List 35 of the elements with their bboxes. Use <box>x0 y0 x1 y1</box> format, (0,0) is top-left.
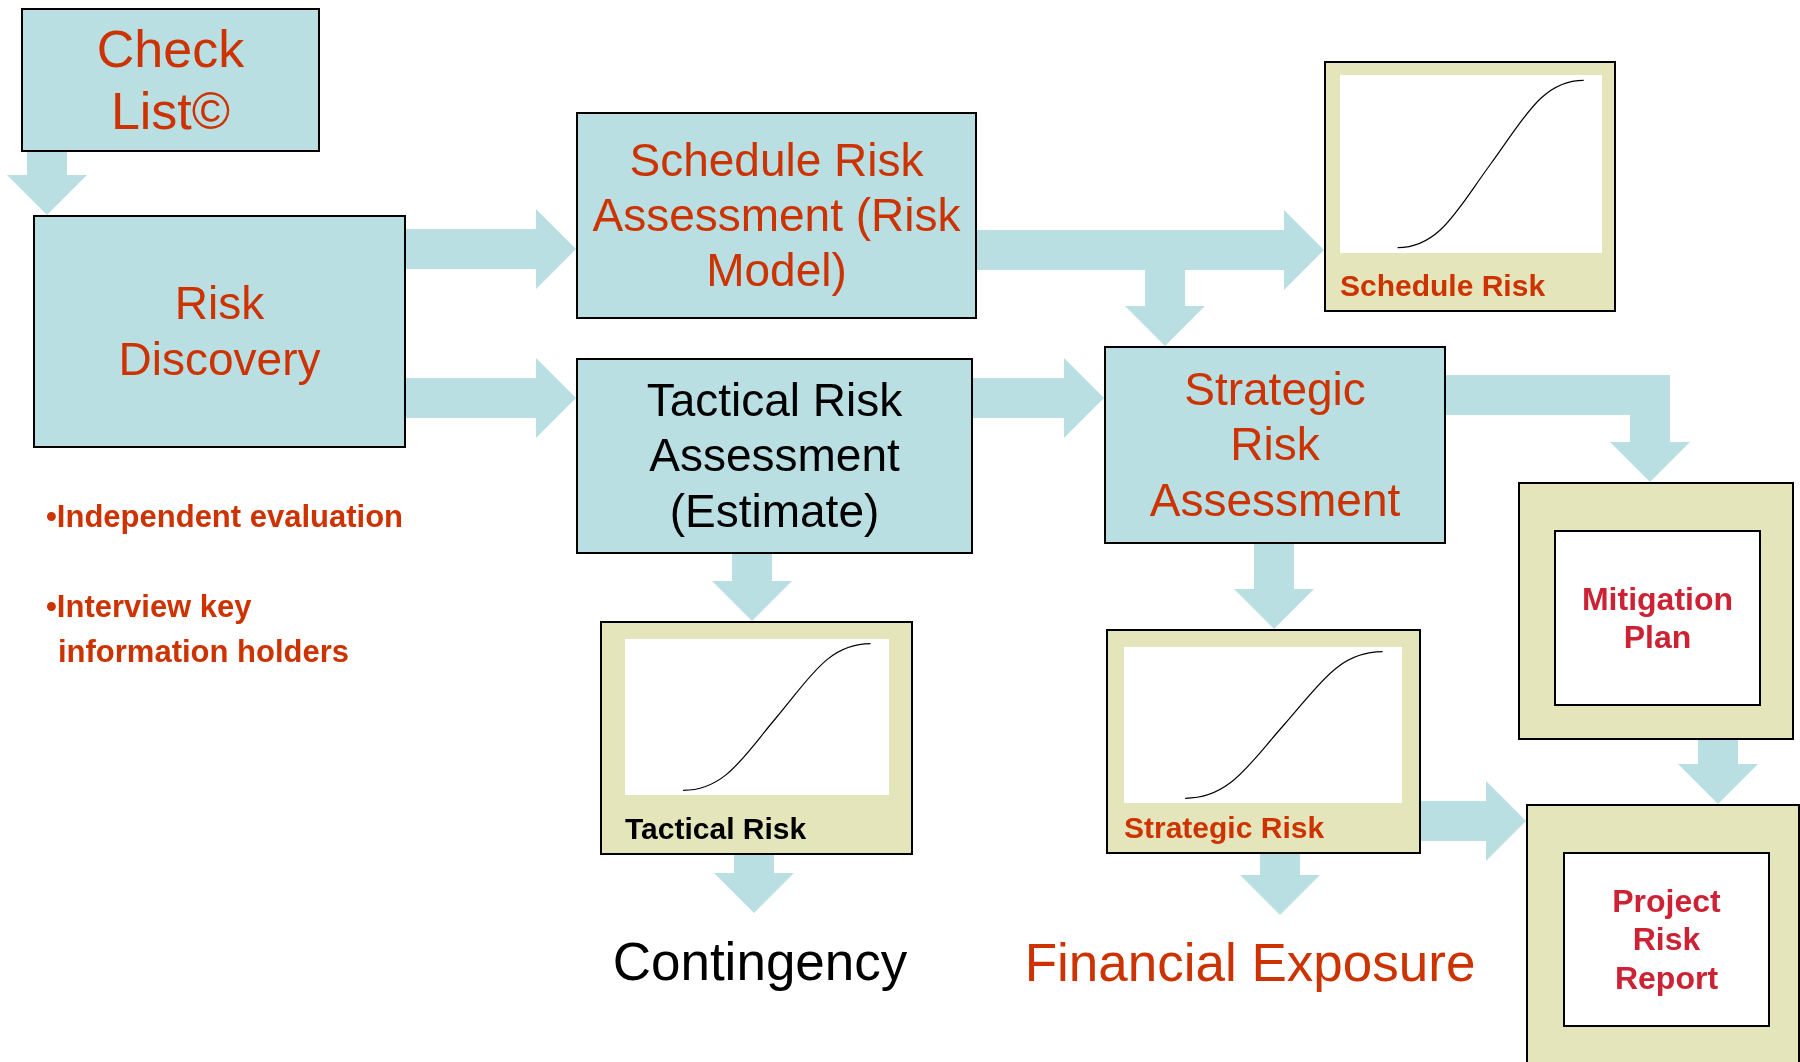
chart-frame <box>1106 629 1421 854</box>
process-box <box>33 215 406 448</box>
block-arrow <box>406 209 576 289</box>
process-box <box>576 358 973 554</box>
outcome-label: Financial Exposure <box>1024 931 1476 994</box>
outcome-label: Contingency <box>612 930 908 993</box>
block-arrow <box>1421 781 1526 861</box>
chart-frame <box>1324 61 1616 312</box>
chart-label: Schedule Risk <box>1340 268 1546 304</box>
bullet-note: •Interview key information holders <box>46 588 351 671</box>
chart-label: Tactical Risk <box>625 811 807 847</box>
block-arrow <box>1234 544 1314 629</box>
block-arrow <box>973 358 1104 438</box>
process-box <box>21 8 320 152</box>
block-arrow <box>1240 854 1320 915</box>
page-label: Project Risk Report <box>1611 881 1722 998</box>
box-label: Schedule Risk Assessment (Risk Model) <box>591 132 962 299</box>
box-label: Risk Discovery <box>117 276 322 387</box>
chart-label: Strategic Risk <box>1124 810 1325 846</box>
block-arrow <box>1678 740 1758 804</box>
process-box <box>1104 346 1446 544</box>
box-label: Check List© <box>95 18 246 142</box>
box-label: Tactical Risk Assessment (Estimate) <box>645 373 904 539</box>
block-arrow <box>1446 375 1690 482</box>
block-arrow <box>7 152 87 215</box>
process-box <box>576 112 977 319</box>
report-frame <box>1526 804 1800 1062</box>
page-label: Mitigation Plan <box>1580 579 1735 657</box>
block-arrow <box>714 855 794 913</box>
block-arrow <box>406 358 576 438</box>
chart-frame <box>600 621 913 855</box>
bullet-note: •Independent evaluation <box>46 498 405 536</box>
block-arrow <box>712 554 792 621</box>
box-label: Strategic Risk Assessment <box>1148 362 1402 528</box>
report-frame <box>1518 482 1794 740</box>
